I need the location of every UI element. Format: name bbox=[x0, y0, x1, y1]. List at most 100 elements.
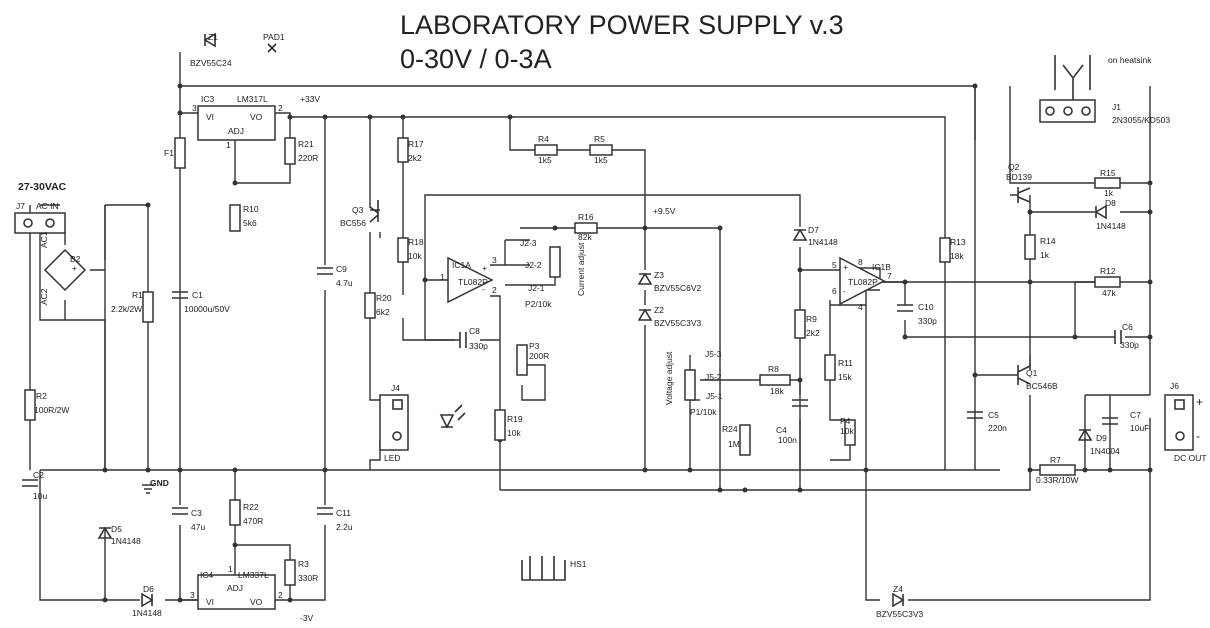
ic4-p2: 2 bbox=[278, 590, 283, 600]
c3-value: 47u bbox=[191, 522, 205, 532]
d9-name: D9 bbox=[1096, 433, 1107, 443]
title-line-1: LABORATORY POWER SUPPLY v.3 bbox=[400, 10, 844, 40]
r10-name: R10 bbox=[243, 204, 259, 214]
c11-name: C11 bbox=[336, 508, 351, 518]
r16-name: R16 bbox=[578, 212, 594, 222]
c1-value: 10000u/50V bbox=[184, 304, 230, 314]
r17-name: R17 bbox=[408, 139, 424, 149]
j5-1: J5-1 bbox=[706, 391, 723, 401]
r14-name: R14 bbox=[1040, 236, 1056, 246]
c3-name: C3 bbox=[191, 508, 202, 518]
q1-value: BC546B bbox=[1026, 381, 1058, 391]
c6-name: C6 bbox=[1122, 322, 1133, 332]
c2-value: 10u bbox=[33, 491, 47, 501]
cap-diode-symbols bbox=[22, 32, 1122, 608]
c2-name: C2 bbox=[33, 470, 44, 480]
ic4-p1: 1 bbox=[228, 564, 233, 574]
r18-name: R18 bbox=[408, 237, 424, 247]
r9-name: R9 bbox=[806, 314, 817, 324]
ic3-p1: 1 bbox=[226, 140, 231, 150]
ic1b-p7: 7 bbox=[887, 271, 892, 281]
r4-name: R4 bbox=[538, 134, 549, 144]
net-33v: +33V bbox=[300, 94, 320, 104]
b2-plus: + bbox=[72, 263, 77, 273]
r16-value: 82k bbox=[578, 232, 592, 242]
wires bbox=[29, 52, 1151, 601]
ic1a-name: IC1A bbox=[452, 260, 471, 270]
c10-name: C10 bbox=[918, 302, 934, 312]
ic3-vo: VO bbox=[250, 112, 263, 122]
ic3-name: IC3 bbox=[201, 94, 215, 104]
q3-value: BC556 bbox=[340, 218, 366, 228]
r1-value: 2.2k/2W bbox=[111, 304, 142, 314]
b2-ac2: AC2 bbox=[39, 288, 49, 305]
ic4-part: LM337L bbox=[238, 570, 269, 580]
q2-value: BD139 bbox=[1006, 172, 1032, 182]
r12-value: 47k bbox=[1102, 288, 1116, 298]
z4-name: Z4 bbox=[893, 584, 903, 594]
ic1a-p3: 3 bbox=[492, 255, 497, 265]
p4-name: P4 bbox=[840, 416, 851, 426]
ic3-vi: VI bbox=[206, 112, 214, 122]
z1-value: BZV55C24 bbox=[190, 58, 232, 68]
r24-value: 1M bbox=[728, 439, 740, 449]
title-line-2: 0-30V / 0-3A bbox=[400, 44, 552, 74]
d6-value: 1N4148 bbox=[132, 608, 162, 618]
r21-value: 220R bbox=[298, 153, 318, 163]
c7-name: C7 bbox=[1130, 410, 1141, 420]
r8-value: 18k bbox=[770, 386, 784, 396]
ic1a-minus: - bbox=[482, 284, 485, 294]
ic3-p2: 2 bbox=[278, 103, 283, 113]
r2-name: R2 bbox=[36, 391, 47, 401]
r5-name: R5 bbox=[594, 134, 605, 144]
ic1b-p4: 4 bbox=[858, 302, 863, 312]
z3-value: BZV55C6V2 bbox=[654, 283, 702, 293]
d7-name: D7 bbox=[808, 225, 819, 235]
ic1b-plus: + bbox=[843, 262, 848, 272]
r3-name: R3 bbox=[298, 559, 309, 569]
z1-name: Z1 bbox=[208, 32, 218, 42]
ic1a-p1: 1 bbox=[440, 272, 445, 282]
d6-name: D6 bbox=[143, 584, 154, 594]
j6-minus: - bbox=[1196, 429, 1200, 443]
r5-value: 1k5 bbox=[594, 155, 608, 165]
r22-name: R22 bbox=[243, 502, 259, 512]
r10-value: 5k6 bbox=[243, 218, 257, 228]
q3-name: Q3 bbox=[352, 205, 364, 215]
c7-value: 10uF bbox=[1130, 423, 1149, 433]
r15-name: R15 bbox=[1100, 168, 1116, 178]
c4-name: C4 bbox=[776, 425, 787, 435]
c5-name: C5 bbox=[988, 410, 999, 420]
j1-part: 2N3055/KD503 bbox=[1112, 115, 1170, 125]
c6-value: 330p bbox=[1120, 340, 1139, 350]
j6-plus: + bbox=[1196, 395, 1203, 409]
j5-3: J5-3 bbox=[705, 349, 722, 359]
c1-name: C1 bbox=[192, 290, 203, 300]
j1-name: J1 bbox=[1112, 102, 1121, 112]
net-9v5: +9.5V bbox=[653, 206, 676, 216]
z3-name: Z3 bbox=[654, 270, 664, 280]
ic4-name: IC4 bbox=[200, 570, 214, 580]
r13-value: 18k bbox=[950, 251, 964, 261]
p2-label: P2/10k bbox=[525, 299, 552, 309]
c9-value: 4.7u bbox=[336, 278, 353, 288]
j2-1: J2-1 bbox=[528, 283, 545, 293]
voltage-adjust-label: Voltage adjust bbox=[664, 351, 674, 405]
b2-ac1: AC1 bbox=[39, 231, 49, 248]
r15-value: 1k bbox=[1104, 188, 1114, 198]
d5-name: D5 bbox=[111, 524, 122, 534]
ic1a-part: TL082P bbox=[458, 277, 488, 287]
z2-value: BZV55C3V3 bbox=[654, 318, 702, 328]
r24-name: R24 bbox=[722, 424, 738, 434]
p1-label: P1/10k bbox=[690, 407, 717, 417]
r3-value: 330R bbox=[298, 573, 318, 583]
b2-name: B2 bbox=[70, 254, 81, 264]
ic4-p3: 3 bbox=[190, 590, 195, 600]
r7-name: R7 bbox=[1050, 455, 1061, 465]
f1-name: F1 bbox=[164, 148, 174, 158]
ic1b-p5: 5 bbox=[832, 260, 837, 270]
ic4-adj: ADJ bbox=[227, 583, 243, 593]
r7-value: 0.33R/10W bbox=[1036, 475, 1079, 485]
r2-value: 100R/2W bbox=[34, 405, 69, 415]
heatsink-note: on heatsink bbox=[1108, 55, 1152, 65]
